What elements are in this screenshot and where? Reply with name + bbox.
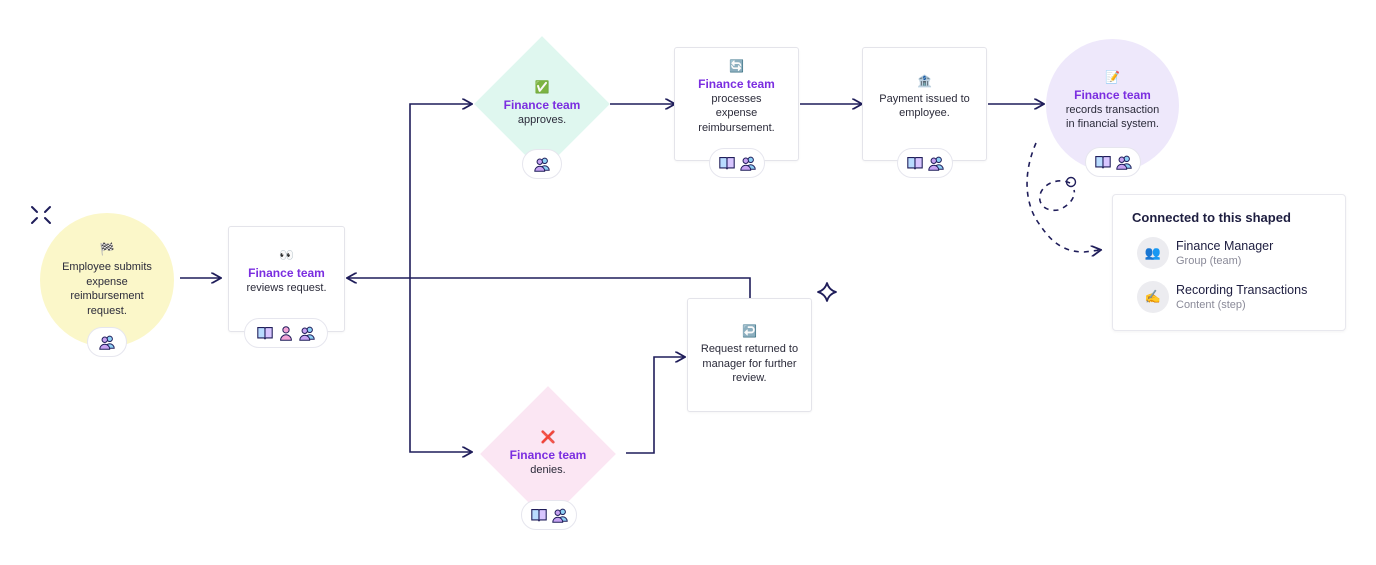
panel-item-type: Group (team) [1176,254,1242,267]
review-node[interactable]: 👀 Finance team reviews request. [228,226,345,332]
review-label: reviews request. [246,282,327,295]
group-icon: 👥 [1137,237,1169,269]
memo-icon: 📝 [1105,69,1120,84]
cross-mark-icon: ❌ [540,430,556,445]
panel-item-finance-manager[interactable]: 👥 Finance Manager Group (team) [1137,237,1273,269]
process-owner-pill[interactable] [709,148,765,178]
panel-item-name: Finance Manager [1176,238,1274,253]
checkered-flag-icon: 🏁 [99,242,115,256]
team-icon [739,156,756,171]
review-owner-pill[interactable] [244,318,328,348]
deny-node[interactable]: ❌ Finance team denies. [488,422,608,486]
burst-icon [31,206,51,224]
team-icon [99,335,115,350]
start-label: Employee submits expense reimbursement r… [62,261,152,317]
record-owner-pill[interactable] [1085,147,1141,177]
start-node[interactable]: 🏁 Employee submits expense reimbursement… [40,213,174,347]
edge-review-to-approve [409,104,471,278]
return-arrow-icon: ↩️ [742,324,757,339]
book-icon [257,327,273,340]
start-owner-pill[interactable] [87,327,127,357]
eyes-icon: 👀 [279,248,294,263]
panel-item-name: Recording Transactions [1176,282,1308,297]
process-team: Finance team [698,76,775,91]
refresh-icon: 🔄 [729,58,744,73]
connected-panel: Connected to this shaped 👥 Finance Manag… [1112,194,1346,331]
loop-curve [1039,180,1076,212]
person-icon [280,326,292,341]
team-icon [299,326,315,341]
returned-label: Request returned to manager for further … [700,343,799,385]
sparkle-icon [817,282,837,302]
book-icon [530,509,547,522]
edge-record-to-panel [1026,142,1100,252]
approve-node[interactable]: ✅ Finance team approves. [482,72,602,136]
approve-label: approves. [517,114,567,127]
book-icon [1094,156,1111,169]
team-icon [534,157,550,172]
bank-icon: 🏦 [917,73,932,88]
returned-node[interactable]: ↩️ Request returned to manager for furth… [687,298,812,412]
panel-item-recording-transactions[interactable]: ✍️ Recording Transactions Content (step) [1137,281,1307,313]
payment-owner-pill[interactable] [897,148,953,178]
panel-title: Connected to this shaped [1132,210,1291,225]
panel-item-type: Content (step) [1176,298,1246,311]
team-icon [551,508,568,523]
payment-node[interactable]: 🏦 Payment issued to employee. [862,47,987,161]
edge-review-to-deny [409,278,471,452]
record-team: Finance team [1074,87,1151,102]
book-icon [906,157,923,170]
edge-returned-to-review [348,278,751,298]
process-label: processes expense reimbursement. [698,92,775,134]
deny-owner-pill[interactable] [521,500,577,530]
team-icon [1115,155,1132,170]
edge-deny-to-returned [626,357,684,454]
payment-label: Payment issued to employee. [879,92,970,120]
deny-team: Finance team [509,448,587,463]
team-icon [927,156,944,171]
approve-team: Finance team [503,98,581,113]
process-node[interactable]: 🔄 Finance team processes expense reimbur… [674,47,799,161]
check-mark-icon: ✅ [534,80,550,95]
approve-owner-pill[interactable] [522,149,562,179]
writing-hand-icon: ✍️ [1137,281,1169,313]
loop-handle [1065,176,1077,188]
record-label: records transaction in financial system. [1065,103,1160,131]
review-team: Finance team [248,266,325,281]
deny-label: denies. [530,464,566,477]
book-icon [718,157,735,170]
